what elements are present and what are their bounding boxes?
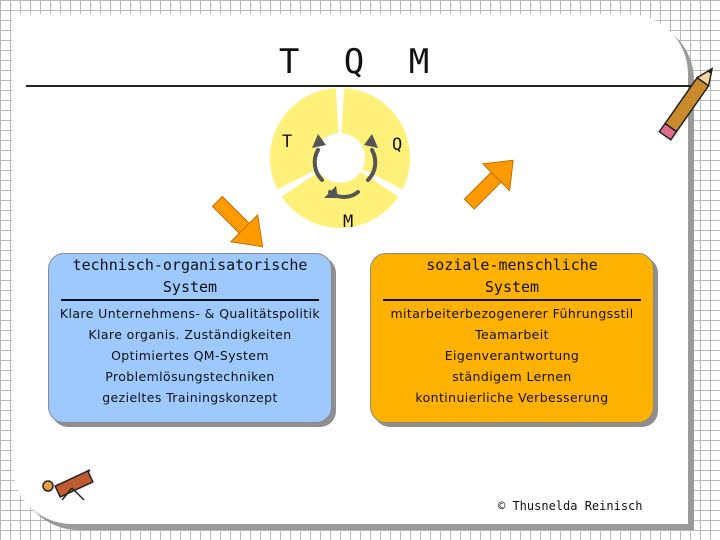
list-item: Klare organis. Zuständigkeiten <box>88 327 292 342</box>
pie-segment-q <box>341 88 411 190</box>
arrow-left-icon <box>211 195 264 248</box>
telescope-icon <box>42 469 94 501</box>
social-system-heading: soziale-menschliche System <box>426 256 598 296</box>
technical-system-heading: technisch-organisatorische System <box>72 256 308 296</box>
copyright-notice: © Thusnelda Reinisch <box>498 499 643 513</box>
list-item: gezieltes Trainingskonzept <box>102 390 278 405</box>
pie-label-q: Q <box>392 135 403 155</box>
heading-underline <box>383 299 641 301</box>
social-system-box: soziale-menschliche System mitarbeiterbe… <box>370 253 654 423</box>
pie-segment-t <box>269 88 339 190</box>
list-item: Eigenverantwortung <box>444 348 580 363</box>
list-item: Teamarbeit <box>475 327 549 342</box>
technical-system-box: technisch-organisatorische System Klare … <box>48 253 332 423</box>
list-item: Problemlösungstechniken <box>105 369 275 384</box>
slide-title: T Q M <box>278 42 442 82</box>
arrow-right-icon <box>463 159 514 210</box>
title-divider <box>26 85 694 87</box>
pencil-icon <box>658 67 714 141</box>
pie-label-m: M <box>343 212 354 232</box>
list-item: Klare Unternehmens- & Qualitätspolitik <box>59 306 321 321</box>
list-item: kontinuierliche Verbesserung <box>415 390 609 405</box>
heading-underline <box>61 299 319 301</box>
pie-label-t: T <box>282 132 293 152</box>
list-item: mitarbeiterbezogenerer Führungsstil <box>390 306 634 321</box>
pie-segment-m <box>281 171 399 229</box>
list-item: ständigem Lernen <box>452 369 572 384</box>
social-system-list: mitarbeiterbezogenerer Führungsstil Team… <box>375 303 649 408</box>
list-item: Optimiertes QM-System <box>111 348 269 363</box>
technical-system-list: Klare Unternehmens- & Qualitätspolitik K… <box>53 303 327 408</box>
